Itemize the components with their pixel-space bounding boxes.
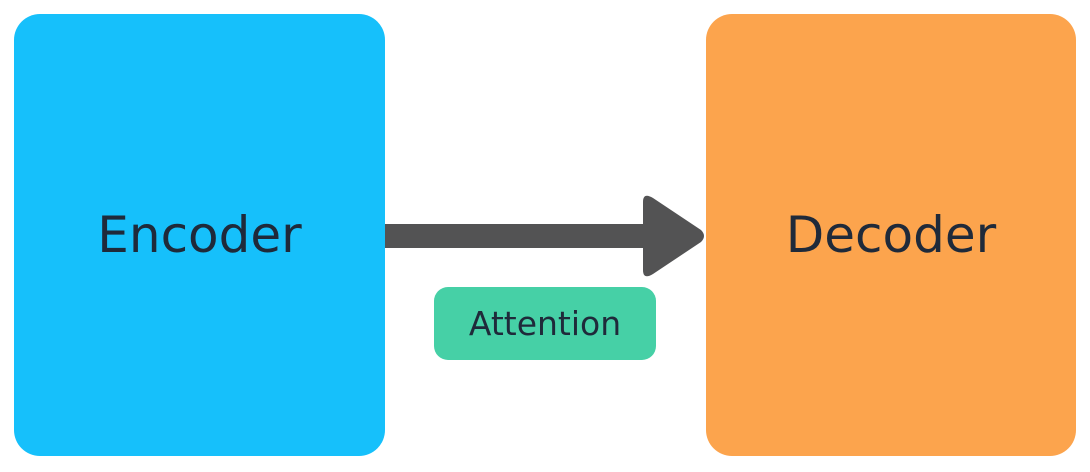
arrow-head-icon [643, 195, 704, 277]
arrow-shaft [385, 224, 650, 248]
encoder-block: Encoder [14, 14, 385, 456]
encoder-label: Encoder [97, 206, 302, 264]
decoder-block: Decoder [706, 14, 1076, 456]
attention-badge: Attention [434, 287, 656, 360]
decoder-label: Decoder [785, 206, 997, 264]
arrow-connector [385, 195, 704, 277]
attention-label: Attention [468, 304, 622, 343]
